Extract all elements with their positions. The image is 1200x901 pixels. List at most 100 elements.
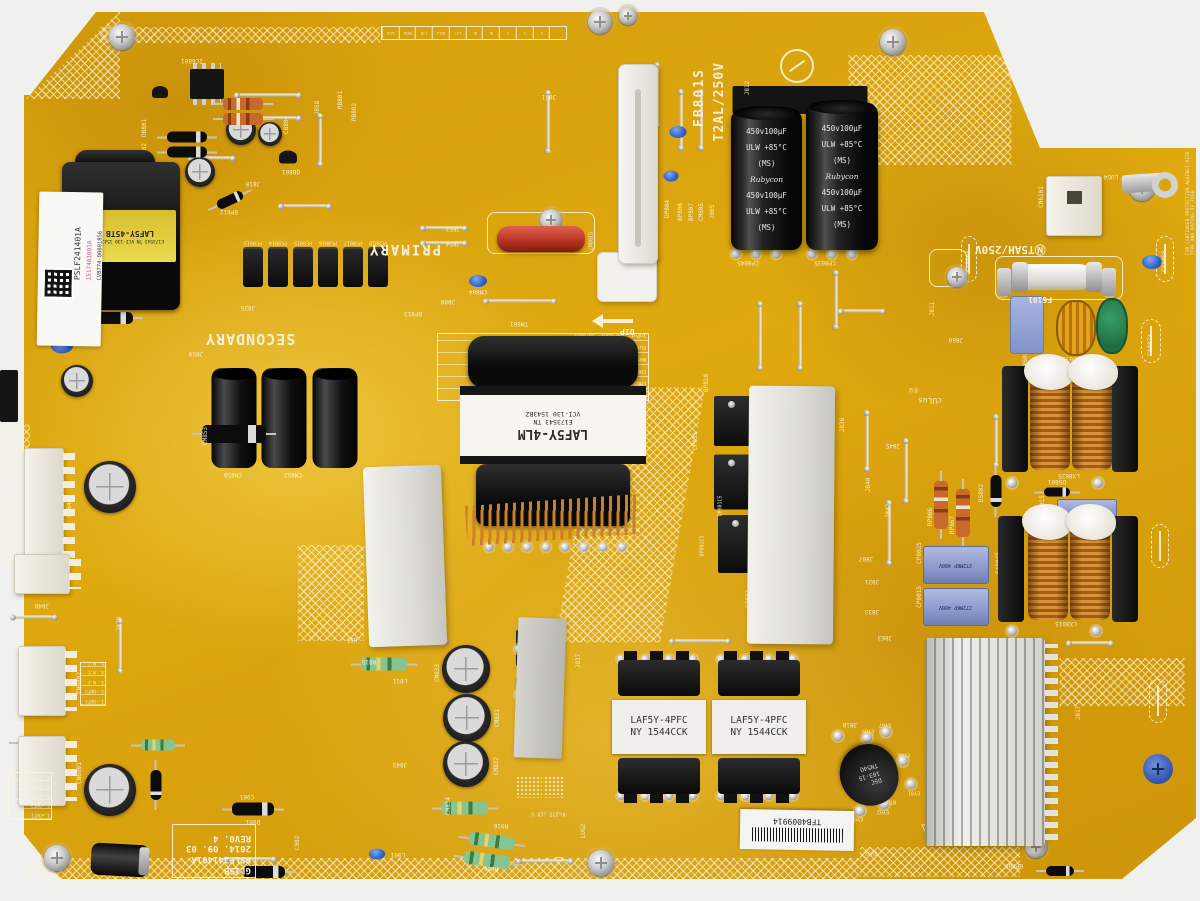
box-capacitor [343, 247, 363, 287]
fuse-cap-left [1012, 262, 1028, 292]
diode [150, 770, 162, 800]
silkscreen-label: J836 [839, 417, 846, 433]
solder-pad [906, 779, 916, 789]
silkscreen-dots [516, 776, 542, 798]
silkscreen-outline [487, 212, 595, 254]
silkscreen-label: BP905 [1004, 862, 1024, 869]
silkscreen-label: L901 [390, 851, 406, 858]
silkscreen-label: LUG4 [1103, 173, 1119, 180]
resistor [468, 831, 516, 851]
silkscreen-label: BP806 [677, 202, 684, 222]
jumper-wire [223, 856, 277, 862]
silkscreen-label: LUG2 [580, 823, 587, 839]
silkscreen-label: R906 [483, 865, 499, 872]
toroid-inductor [1056, 300, 1096, 356]
main-label-model: LAF5Y-4LM [517, 426, 589, 441]
silkscreen-label: R815 [361, 658, 377, 665]
fuse-cap-right [1086, 262, 1102, 292]
output-connector-cn6401 [14, 554, 81, 594]
trimmer-pot [1143, 754, 1173, 784]
silkscreen-label: BP812 [219, 208, 239, 215]
fuse-refdes: F6101 [1028, 295, 1053, 304]
silkscreen-label: CP8045 [737, 259, 759, 266]
resistor [213, 98, 273, 110]
jumper-wire [798, 306, 802, 366]
copper-coil [1030, 378, 1070, 470]
line: Rubycon [749, 175, 784, 184]
silkscreen-label: J843 [392, 761, 408, 768]
box-capacitor [243, 247, 263, 287]
film-cap-text: 272MKP 400V [939, 562, 973, 568]
solder-pad [879, 799, 889, 809]
core-bar [998, 516, 1024, 622]
solder-pad [560, 542, 570, 552]
silkscreen-label: CM832 [493, 756, 500, 776]
resistor [956, 489, 970, 537]
copper-coil [1028, 528, 1068, 620]
solder-pad [522, 542, 532, 552]
line: 5. N.C [9, 772, 51, 781]
silkscreen-label: CP8025 [916, 542, 923, 564]
line: ULW +85°C [821, 140, 863, 149]
transistor [152, 86, 168, 98]
output-connector-cn6802 [18, 646, 77, 716]
resistor [934, 481, 948, 529]
line: REV0. 4 [213, 832, 251, 843]
screw [947, 267, 967, 287]
solder-pad [598, 542, 608, 552]
diode [192, 425, 276, 443]
secondary-silkscreen: SECONDARY [205, 330, 296, 348]
qr-code [42, 267, 75, 300]
jumper-wire [838, 308, 886, 314]
barcode [750, 827, 844, 844]
heatsink-bottom-right [925, 638, 1058, 846]
ring-lug-eye [1152, 172, 1178, 198]
jumper-wire [994, 419, 998, 463]
silkscreen-label: J845 [885, 442, 901, 449]
silkscreen-dots [544, 776, 564, 798]
main-transformer-top-core [468, 336, 638, 388]
silkscreen-label: CA8073 [1147, 334, 1154, 356]
film-capacitor: 272MKP 400V [923, 546, 989, 584]
line-filter-inductor-2 [998, 504, 1138, 628]
silkscreen-label: PC8016 [318, 239, 338, 246]
connector-pins [65, 741, 77, 801]
silkscreen-label: CP835 [692, 431, 699, 451]
pfc2-core-bottom [718, 758, 800, 803]
silkscreen-label: CM831 [494, 708, 501, 728]
pfc-transformer-2: LAF5Y-4PFC NY 1544CCK [712, 651, 806, 803]
glue-blob [1024, 354, 1074, 390]
solder-pad [717, 655, 725, 663]
core-bar [1002, 366, 1028, 472]
jumper-wire [188, 155, 236, 161]
silkscreen-label: J833 [864, 608, 880, 615]
silkscreen-label: L811 [392, 677, 408, 684]
silkscreen-label: J878 [116, 616, 123, 632]
silkscreen-label: RB801 [337, 90, 344, 110]
silkscreen-label: PC8015 [293, 239, 313, 246]
line: 450v100µF [746, 127, 787, 136]
silkscreen-label: cULus [917, 396, 943, 405]
film-cap-text: 272MKP 400V [939, 604, 973, 610]
silkscreen-label: EY01 [907, 789, 921, 796]
pfc1-core-bottom [618, 758, 700, 803]
dip-arrow-icon [592, 312, 636, 330]
diode [157, 131, 217, 143]
electrolytic-capacitor [443, 741, 489, 787]
silkscreen-label: CY8085 [1161, 250, 1168, 272]
jumper-wire [278, 203, 332, 209]
electrolytic-capacitor [84, 461, 136, 513]
transistor [714, 396, 750, 446]
box-capacitor [318, 247, 338, 287]
pfc1-core-top [618, 651, 700, 696]
line: DR5A [398, 27, 416, 39]
heatsink-fins [1045, 644, 1058, 840]
plastic-standoff [618, 64, 658, 264]
main-label-line2: E173543 TN [533, 418, 573, 426]
copper-coil [1070, 528, 1110, 620]
line: 3. N.C [9, 790, 51, 800]
jumper-wire [420, 225, 468, 231]
line: (MS) [757, 159, 776, 168]
silkscreen-label: J848 [34, 602, 50, 609]
